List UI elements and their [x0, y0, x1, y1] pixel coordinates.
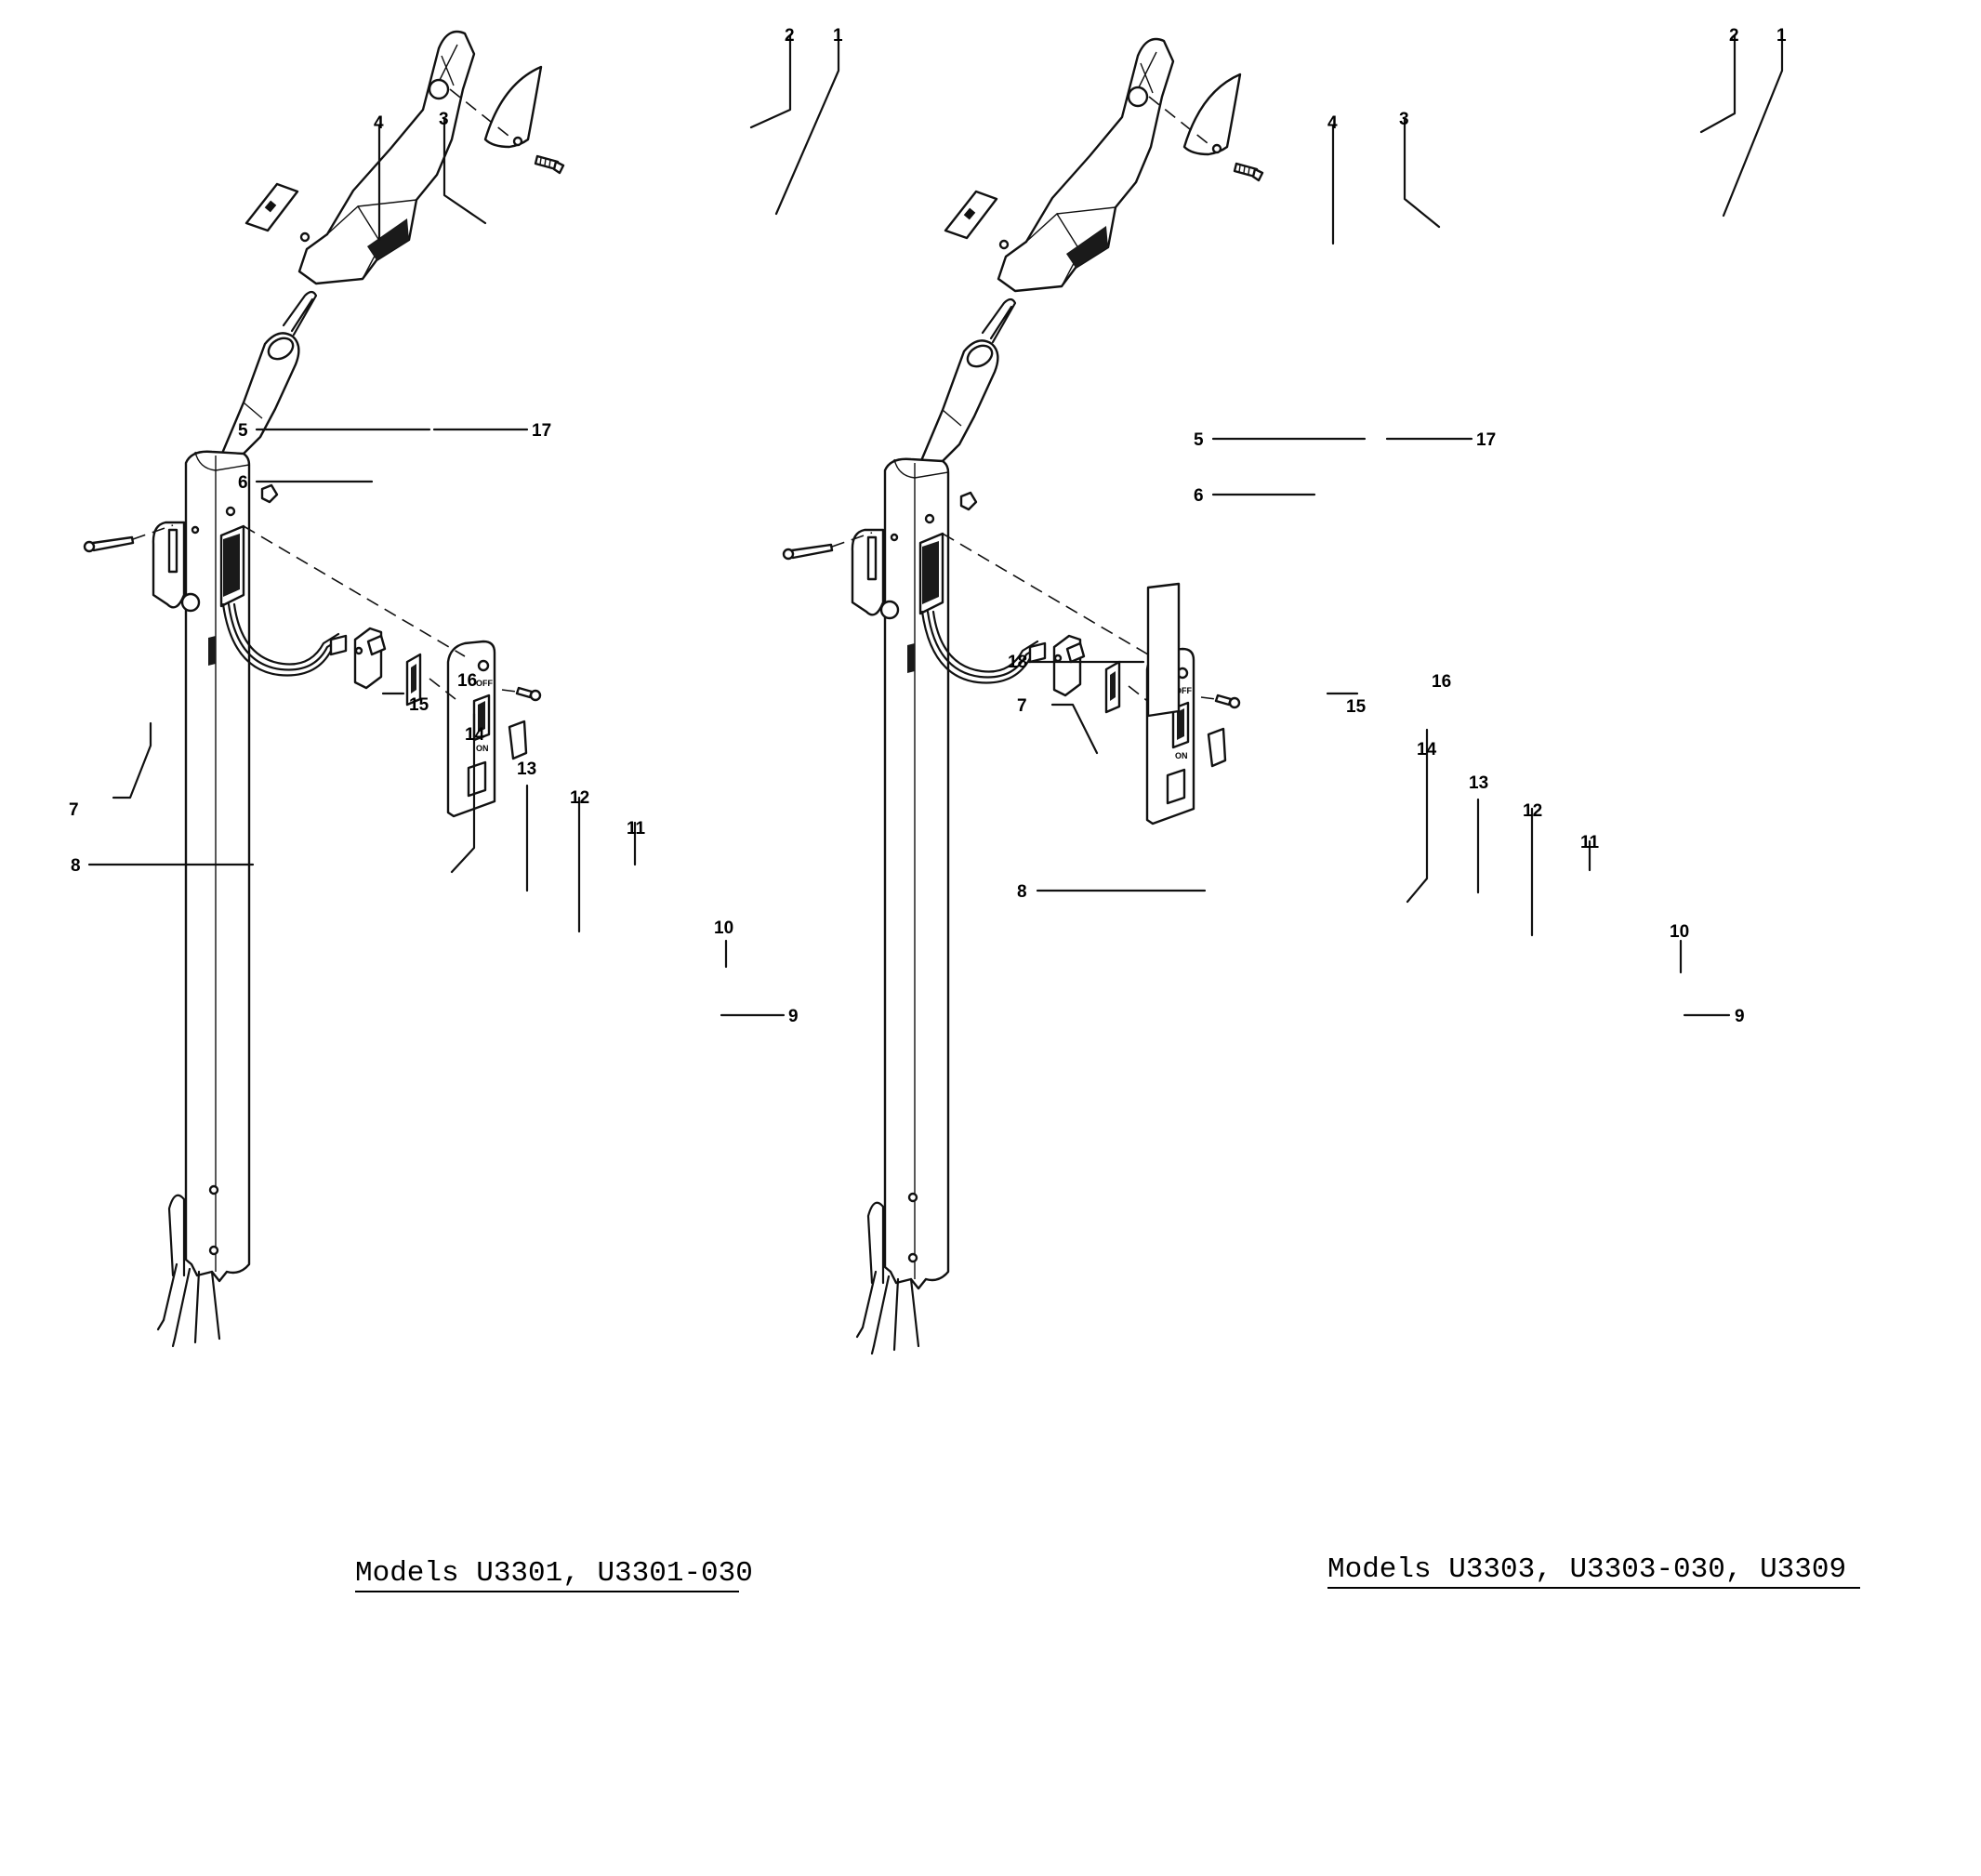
callout-14: 14 — [465, 725, 485, 745]
callout-11: 11 — [627, 819, 646, 839]
callout-17: 17 — [532, 421, 551, 441]
left-model-caption: Models U3301, U3301-030 — [355, 1557, 753, 1590]
callout-2: 2 — [785, 26, 795, 46]
left-callouts: 1 2 3 4 5 6 7 8 9 10 11 12 13 14 15 16 1… — [69, 26, 843, 1026]
right-model-caption: Models U3303, U3303-030, U3309 — [1327, 1553, 1846, 1586]
callout-10: 10 — [714, 918, 733, 938]
left-assembly-drawing: OFF ON — [83, 30, 565, 1348]
callout-7: 7 — [69, 800, 79, 820]
right-leader-lines — [1026, 28, 1784, 1017]
callout-2: 2 — [1729, 26, 1739, 46]
callout-10: 10 — [1670, 922, 1689, 942]
part-18-decal — [1146, 582, 1181, 718]
left-leader-lines — [87, 28, 840, 1017]
callout-13: 13 — [517, 760, 536, 779]
callout-13: 13 — [1469, 773, 1488, 793]
callout-7: 7 — [1017, 696, 1027, 716]
callout-8: 8 — [1017, 882, 1027, 902]
callout-6: 6 — [1194, 486, 1204, 506]
callout-15: 15 — [1346, 697, 1367, 717]
right-switch-on-text: ON — [1175, 751, 1188, 760]
callout-6: 6 — [238, 473, 248, 493]
callout-3: 3 — [1399, 110, 1409, 129]
callout-15: 15 — [409, 695, 429, 715]
left-switch-on-text: ON — [476, 744, 489, 753]
callout-3: 3 — [439, 110, 449, 129]
callout-12: 12 — [570, 788, 589, 808]
callout-5: 5 — [1194, 430, 1204, 450]
callout-14: 14 — [1417, 740, 1437, 760]
callout-18: 18 — [1008, 653, 1027, 672]
callout-4: 4 — [374, 113, 384, 133]
callout-12: 12 — [1523, 801, 1542, 821]
callout-16: 16 — [1432, 672, 1451, 692]
callout-5: 5 — [238, 421, 248, 441]
right-callouts: 1 2 3 4 5 6 7 8 9 10 11 12 13 14 15 16 1… — [1008, 26, 1787, 1026]
callout-16: 16 — [457, 671, 477, 691]
callout-9: 9 — [788, 1007, 799, 1026]
callout-11: 11 — [1580, 833, 1600, 852]
callout-1: 1 — [833, 26, 843, 46]
right-switch-off-text: OFF — [1175, 686, 1192, 695]
left-switch-off-text: OFF — [476, 679, 493, 688]
callout-9: 9 — [1735, 1007, 1745, 1026]
callout-1: 1 — [1776, 26, 1787, 46]
callout-17: 17 — [1476, 430, 1496, 450]
right-assembly-drawing: OFF ON — [782, 37, 1264, 1355]
callout-4: 4 — [1327, 113, 1338, 133]
callout-8: 8 — [71, 856, 81, 876]
